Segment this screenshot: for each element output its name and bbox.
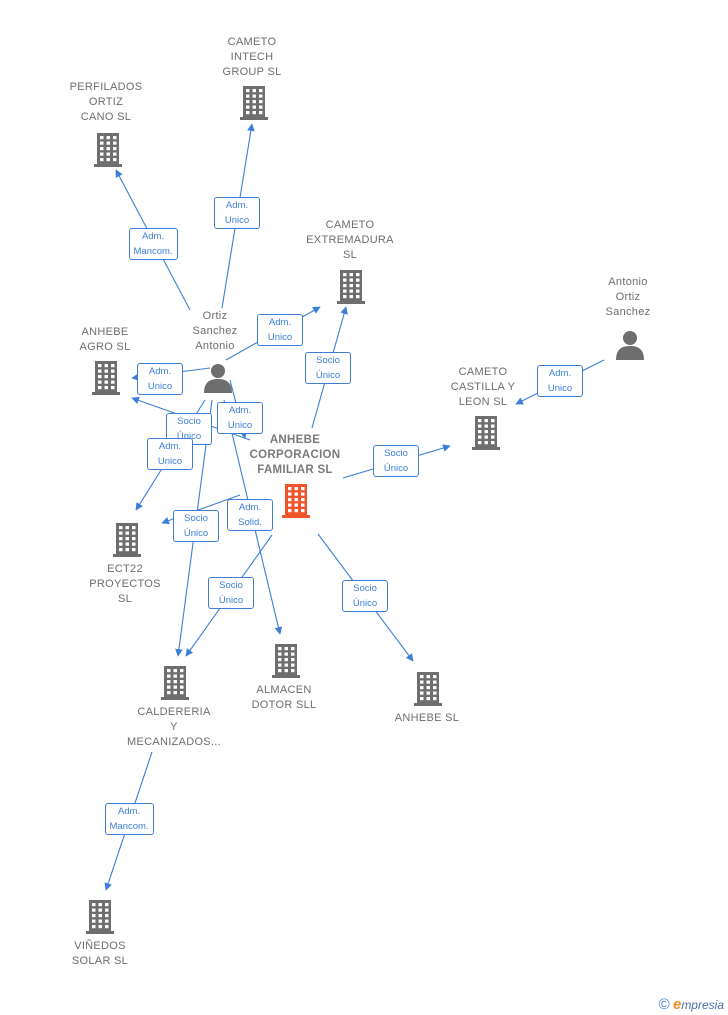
brand-initial: e <box>672 996 682 1013</box>
node-label-anhebe-sl[interactable]: ANHEBE SL <box>394 712 460 724</box>
building-icon[interactable] <box>271 642 301 683</box>
brand-name: mpresia <box>681 998 724 1012</box>
main-company-building-icon[interactable] <box>281 482 311 523</box>
copyright-icon: © <box>658 996 670 1013</box>
building-icon[interactable] <box>471 414 501 455</box>
building-icon[interactable] <box>93 131 123 172</box>
node-label-vinedos[interactable]: VIÑEDOS SOLAR SL <box>71 940 129 967</box>
node-label-caldereria[interactable]: CALDERERIA Y MECANIZADOS... <box>126 706 222 748</box>
edge-label-e4: Adm. Unico <box>137 363 183 395</box>
node-label-anhebe-corp[interactable]: ANHEBE CORPORACION FAMILIAR SL <box>249 434 341 476</box>
edge-label-e2: Adm. Unico <box>214 197 260 229</box>
edge-label-e3: Adm. Unico <box>257 314 303 346</box>
building-icon[interactable] <box>239 84 269 125</box>
building-icon[interactable] <box>336 268 366 309</box>
node-label-almacen[interactable]: ALMACEN DOTOR SLL <box>251 684 317 711</box>
building-icon[interactable] <box>112 521 142 562</box>
edge-label-e16: Adm. Mancom. <box>104 803 154 835</box>
edge-label-e13: Socio Único <box>373 445 419 477</box>
brand-logo: © empresia <box>659 996 724 1013</box>
building-icon[interactable] <box>91 359 121 400</box>
edge-label-e12: Socio Único <box>305 352 351 384</box>
node-label-cameto-castilla[interactable]: CAMETO CASTILLA Y LEON SL <box>450 366 516 408</box>
edge-label-e9: Adm. Solid. <box>227 499 273 531</box>
edge-label-e11: Socio Único <box>208 577 254 609</box>
person-icon[interactable] <box>203 363 233 398</box>
edge-label-e6: Adm. Unico <box>217 402 263 434</box>
node-label-anhebe-agro[interactable]: ANHEBE AGRO SL <box>79 326 131 353</box>
node-label-ortiz-sanchez[interactable]: Ortiz Sanchez Antonio <box>192 310 238 352</box>
node-label-cameto-extremadura[interactable]: CAMETO EXTREMADURA SL <box>306 219 394 261</box>
person-icon[interactable] <box>615 330 645 365</box>
edge-label-e15: Socio Único <box>342 580 388 612</box>
building-icon[interactable] <box>413 670 443 711</box>
node-label-antonio-ortiz[interactable]: Antonio Ortiz Sanchez <box>605 276 651 318</box>
node-label-perfilados[interactable]: PERFILADOS ORTIZ CANO SL <box>69 81 143 123</box>
node-label-ect22[interactable]: ECT22 PROYECTOS SL <box>89 563 161 605</box>
edge-label-e14: Adm. Unico <box>537 365 583 397</box>
edge-label-e7: Adm. Unico <box>147 438 193 470</box>
edge-label-e1: Adm. Mancom. <box>128 228 178 260</box>
building-icon[interactable] <box>160 664 190 705</box>
edge-label-e8: Socio Único <box>173 510 219 542</box>
node-label-cameto-intech[interactable]: CAMETO INTECH GROUP SL <box>222 36 282 78</box>
building-icon[interactable] <box>85 898 115 939</box>
